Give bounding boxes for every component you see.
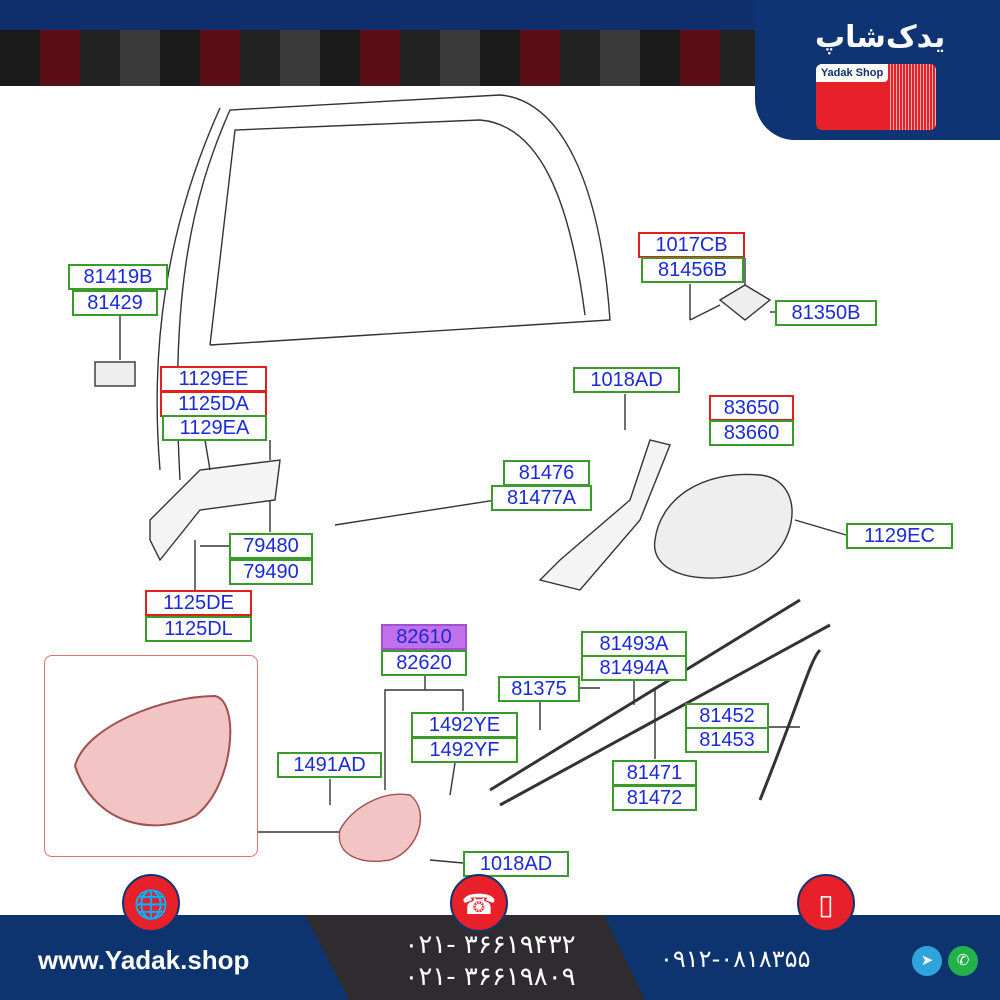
part-label[interactable]: 1129EC — [846, 523, 953, 549]
part-label[interactable]: 79480 — [229, 533, 313, 559]
part-label[interactable]: 81493A — [581, 631, 687, 657]
hyundai-kia-logos — [888, 64, 936, 130]
brand-name-fa: یدک‌شاپ — [815, 20, 946, 55]
part-label[interactable]: 81375 — [498, 676, 580, 702]
inside-handle-inset — [44, 655, 258, 857]
telegram-icon[interactable]: ➤ — [912, 946, 942, 976]
part-label[interactable]: 1491AD — [277, 752, 382, 778]
part-label[interactable]: 81429 — [72, 290, 158, 316]
mobile-number[interactable]: ۰۹۱۲-۰۸۱۸۳۵۵ — [660, 945, 811, 973]
telephone-icon: ☎ — [450, 874, 508, 932]
part-label[interactable]: 81453 — [685, 727, 769, 753]
part-label[interactable]: 1125DL — [145, 616, 252, 642]
mobile-phone-icon: ▯ — [797, 874, 855, 932]
part-label[interactable]: 79490 — [229, 559, 313, 585]
brand-logo[interactable]: Yadak Shop — [816, 64, 936, 130]
part-label[interactable]: 81477A — [491, 485, 592, 511]
whatsapp-icon[interactable]: ✆ — [948, 946, 978, 976]
part-label[interactable]: 81419B — [68, 264, 168, 290]
part-label[interactable]: 1129EE — [160, 366, 267, 392]
part-label-highlighted[interactable]: 82610 — [381, 624, 467, 650]
phone-number-1[interactable]: ۰۲۱- ۳۶۶۱۹۴۳۲ — [404, 930, 576, 960]
part-label[interactable]: 81456B — [641, 257, 744, 283]
part-label[interactable]: 1492YF — [411, 737, 518, 763]
part-label[interactable]: 81452 — [685, 703, 769, 729]
website-link[interactable]: www.Yadak.shop — [38, 945, 250, 975]
part-label[interactable]: 81472 — [612, 785, 697, 811]
part-label[interactable]: 1125DA — [160, 391, 267, 417]
part-label[interactable]: 1018AD — [463, 851, 569, 877]
brand-name-en: Yadak Shop — [816, 64, 888, 82]
globe-icon: 🌐 — [122, 874, 180, 932]
part-label[interactable]: 1492YE — [411, 712, 518, 738]
header-logo-strip — [0, 30, 760, 86]
part-label[interactable]: 81350B — [775, 300, 877, 326]
part-label[interactable]: 81494A — [581, 655, 687, 681]
inside-handle-image — [73, 694, 232, 827]
part-label[interactable]: 81476 — [503, 460, 590, 486]
part-label[interactable]: 83660 — [709, 420, 794, 446]
part-label[interactable]: 1125DE — [145, 590, 252, 616]
part-label[interactable]: 1018AD — [573, 367, 680, 393]
part-label[interactable]: 1017CB — [638, 232, 745, 258]
part-label[interactable]: 81471 — [612, 760, 697, 786]
part-label[interactable]: 83650 — [709, 395, 794, 421]
phone-number-2[interactable]: ۰۲۱- ۳۶۶۱۹۸۰۹ — [404, 962, 576, 992]
part-label[interactable]: 82620 — [381, 650, 467, 676]
part-label[interactable]: 1129EA — [162, 415, 267, 441]
